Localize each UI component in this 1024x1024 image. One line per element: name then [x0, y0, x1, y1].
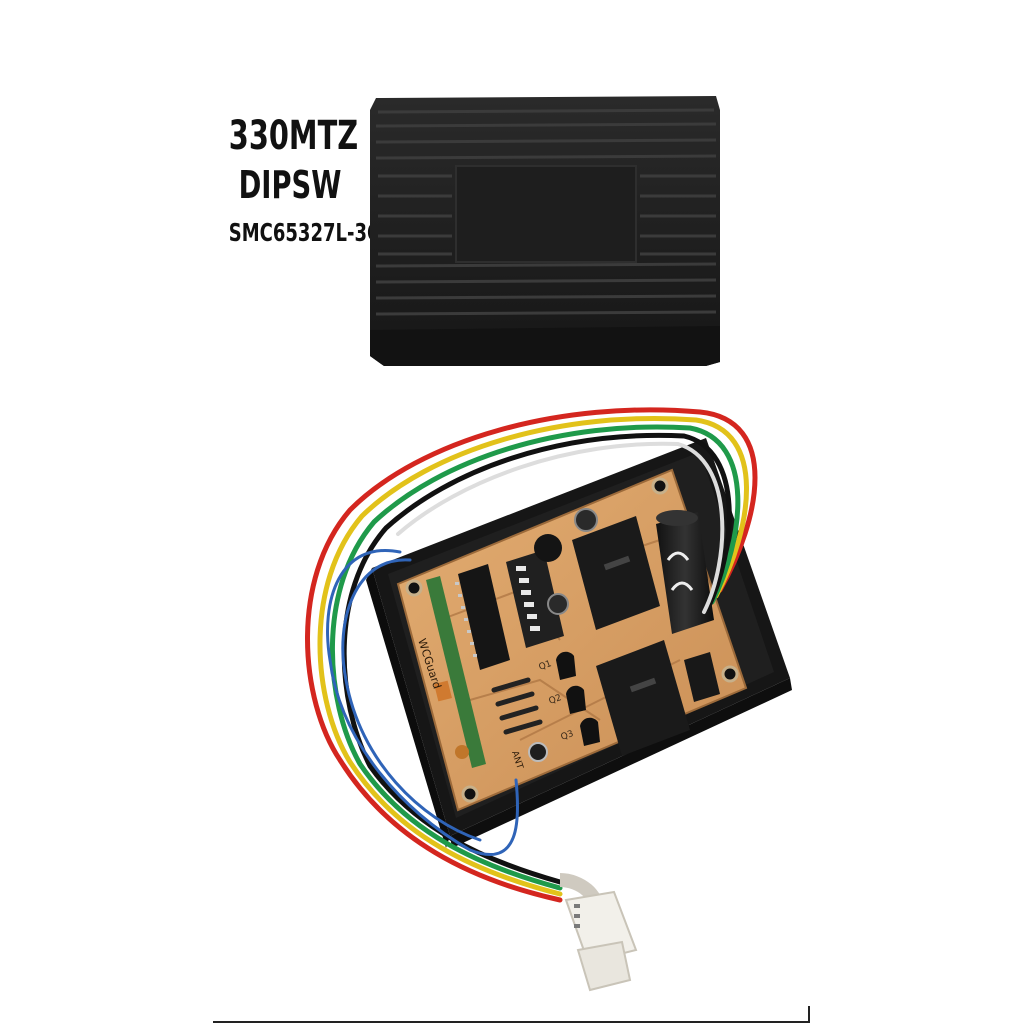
transistor-label-q3: Q3 — [560, 729, 575, 743]
diodes — [491, 677, 543, 735]
relays — [572, 516, 690, 756]
inductor — [534, 534, 562, 562]
circuit-board: Q1 Q2 Q3 WCGuard ANT — [396, 468, 748, 812]
voltage-regulator — [684, 652, 720, 702]
bottom-rule — [213, 1021, 810, 1023]
large-capacitor — [656, 510, 714, 634]
wire-connector — [559, 873, 638, 992]
ic-chip — [455, 564, 510, 670]
wire-harness — [305, 407, 758, 903]
model-line: 330MTZ — [228, 113, 359, 159]
small-capacitors — [528, 508, 598, 762]
transistor-label-q2: Q2 — [548, 693, 563, 707]
type-line: DIPSW — [238, 163, 342, 207]
bottom-tick — [808, 1006, 810, 1023]
dip-switch — [506, 550, 564, 648]
transistor-label-q1: Q1 — [538, 659, 553, 673]
enclosure-lid — [370, 96, 720, 366]
transistors — [556, 651, 600, 746]
receiver-module — [426, 576, 486, 768]
